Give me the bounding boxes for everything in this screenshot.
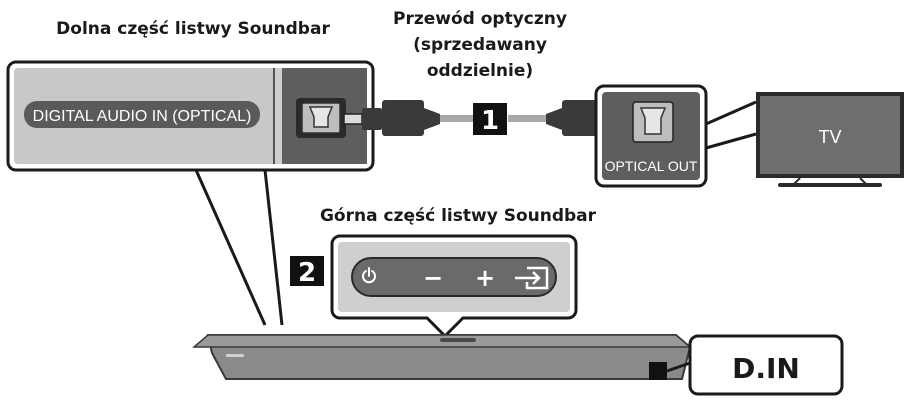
step-2-number: 2 [298,258,316,288]
top-part-title: Górna część listwy Soundbar [320,206,597,226]
source-button[interactable] [515,266,549,290]
tv-optical-out-panel: OPTICAL OUT [594,84,757,188]
optical-out-label: OPTICAL OUT [605,158,698,174]
top-panel-callout [330,234,578,339]
bottom-part-title: Dolna część listwy Soundbar [56,19,330,39]
cable-label-line3: oddzielnie) [427,61,533,81]
digital-audio-in-badge: DIGITAL AUDIO IN (OPTICAL) [24,101,260,128]
tv-label: TV [818,127,841,147]
soundbar [191,334,693,380]
step-1-number: 1 [481,106,499,136]
tv: TV [756,92,904,187]
volume-down-button[interactable]: − [423,264,443,292]
power-button[interactable] [362,267,376,284]
step-1-marker: 1 [473,103,507,136]
step-2-marker: 2 [290,256,324,288]
cable-label-line2: (sprzedawany [413,35,547,55]
digital-audio-in-label: DIGITAL AUDIO IN (OPTICAL) [33,108,252,125]
d-in-label: D.IN [732,352,800,385]
soundbar-optical-port [296,98,346,138]
volume-up-button[interactable]: + [475,264,495,292]
d-in-display: D.IN [666,334,844,396]
cable-label-line1: Przewód optyczny [393,9,567,29]
